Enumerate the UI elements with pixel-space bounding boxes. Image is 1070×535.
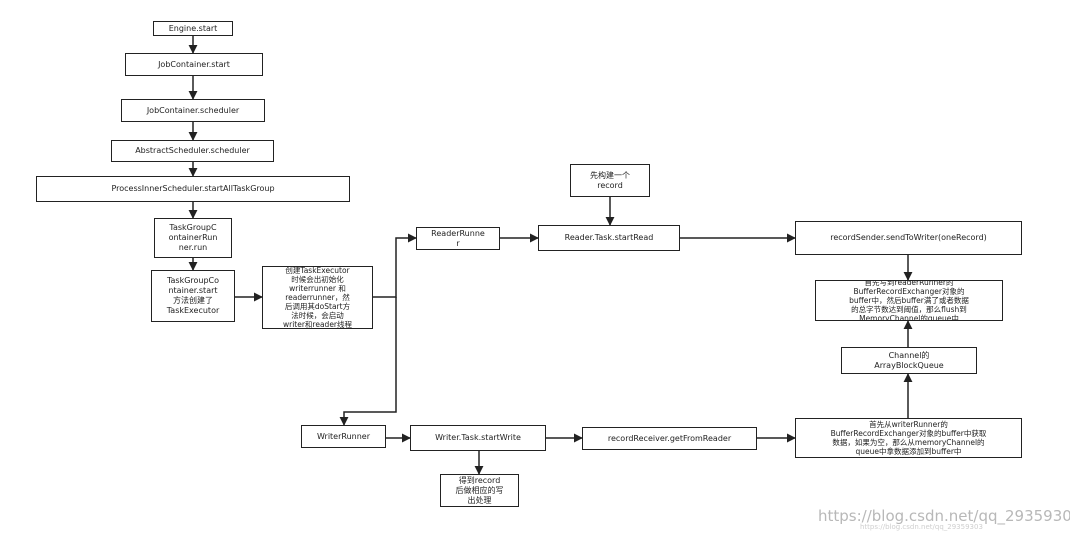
node-reader-runner: ReaderRunne r [416, 227, 500, 250]
node-write-to-buffer: 首先写到readerRunner的 BufferRecordExchanger对… [815, 280, 1003, 321]
node-build-record: 先构建一个 record [570, 164, 650, 197]
node-record-receiver-get: recordReceiver.getFromReader [582, 427, 757, 450]
node-writer-runner: WriterRunner [301, 425, 386, 448]
node-abstract-scheduler: AbstractScheduler.scheduler [111, 140, 274, 162]
watermark-subtext: https://blog.csdn.net/qq_29359303 [860, 523, 983, 531]
node-job-container-start: JobContainer.start [125, 53, 263, 76]
node-channel-queue: Channel的 ArrayBlockQueue [841, 347, 977, 374]
node-record-sender-send: recordSender.sendToWriter(oneRecord) [795, 221, 1022, 255]
node-create-task-executor: 创建TaskExecutor 时候会出初始化 writerrunner 和 re… [262, 266, 373, 329]
node-post-process-record: 得到record 后做相应的写 出处理 [440, 474, 519, 507]
node-read-from-buffer: 首先从writerRunner的 BufferRecordExchanger对象… [795, 418, 1022, 458]
node-job-container-scheduler: JobContainer.scheduler [121, 99, 265, 122]
node-taskgroup-runner-run: TaskGroupC ontainerRun ner.run [154, 218, 232, 258]
edge-executor-to-reader-runner [373, 233, 417, 298]
watermark-text: https://blog.csdn.net/qq_29359303 [818, 507, 1070, 525]
edge-executor-to-writer-runner [339, 297, 397, 426]
node-reader-task-start-read: Reader.Task.startRead [538, 225, 680, 251]
node-engine-start: Engine.start [153, 21, 233, 36]
node-writer-task-start-write: Writer.Task.startWrite [410, 425, 546, 451]
node-taskgroup-container-start: TaskGroupCo ntainer.start 方法创建了 TaskExec… [151, 270, 235, 322]
node-process-inner-scheduler: ProcessInnerScheduler.startAllTaskGroup [36, 176, 350, 202]
